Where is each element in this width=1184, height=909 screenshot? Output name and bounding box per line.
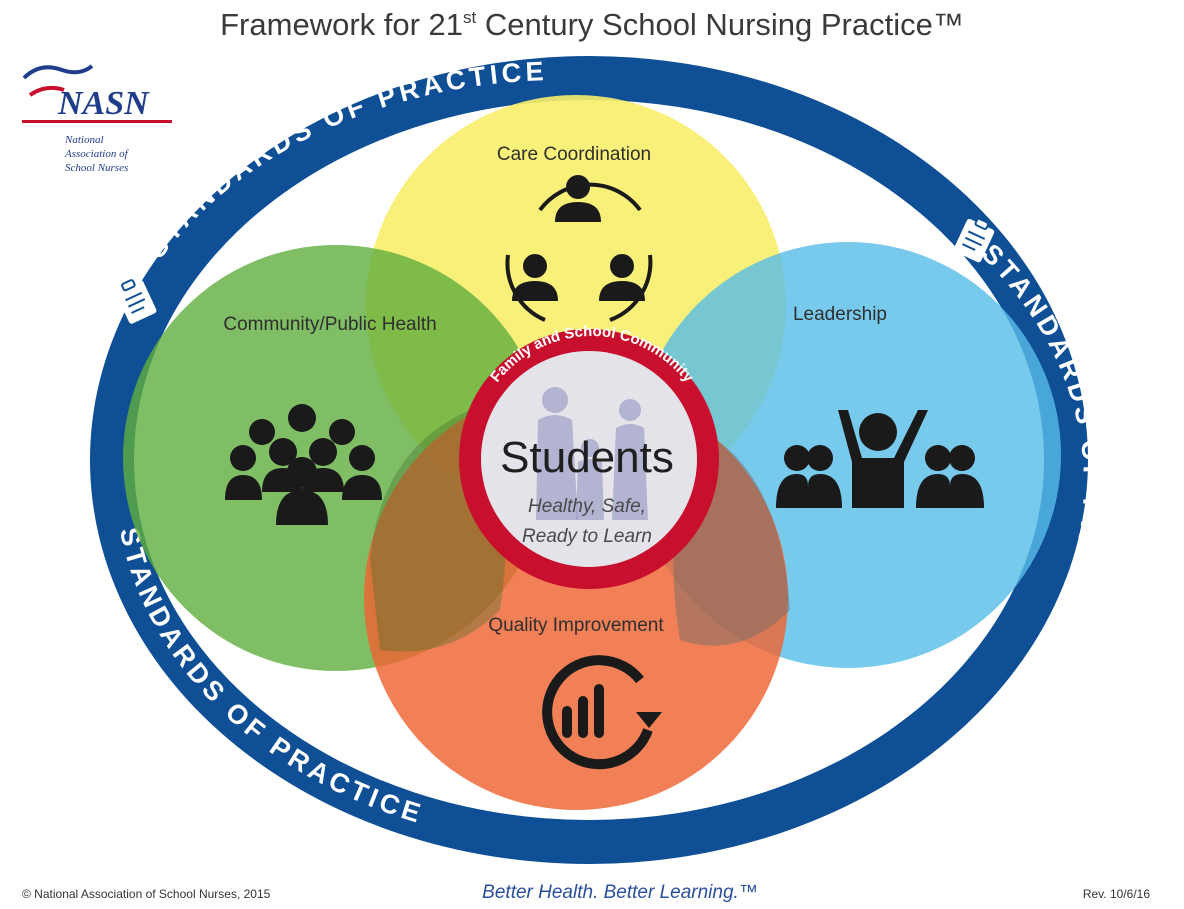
nasn-logo: NASN National Association of School Nurs… bbox=[22, 64, 172, 174]
improvement-cycle-icon bbox=[542, 655, 662, 770]
people-cycle-icon bbox=[505, 175, 653, 322]
svg-text:School Nurses: School Nurses bbox=[65, 162, 128, 174]
crowd-icon bbox=[225, 404, 382, 525]
students-tagline-line2: Ready to Learn bbox=[522, 526, 652, 547]
students-title: Students bbox=[500, 433, 674, 482]
leadership-label: Leadership bbox=[793, 304, 887, 325]
svg-text:NASN: NASN bbox=[57, 85, 150, 122]
svg-text:Association of: Association of bbox=[64, 148, 130, 160]
svg-text:National: National bbox=[64, 134, 104, 146]
community-public-health-label: Community/Public Health bbox=[223, 314, 436, 335]
slogan-text: Better Health. Better Learning.™ bbox=[482, 882, 758, 903]
clipboard-icon bbox=[115, 279, 157, 324]
care-coordination-label: Care Coordination bbox=[497, 144, 651, 165]
leadership-icon bbox=[776, 410, 984, 508]
revision-text: Rev. 10/6/16 bbox=[1083, 887, 1150, 901]
students-tagline-line1: Healthy, Safe, bbox=[528, 496, 646, 517]
quality-improvement-label: Quality Improvement bbox=[488, 615, 664, 636]
family-silhouette-image bbox=[536, 387, 648, 520]
copyright-text: © National Association of School Nurses,… bbox=[22, 887, 271, 901]
clipboard-icon bbox=[953, 217, 995, 263]
page-title: Framework for 21st Century School Nursin… bbox=[220, 7, 964, 42]
